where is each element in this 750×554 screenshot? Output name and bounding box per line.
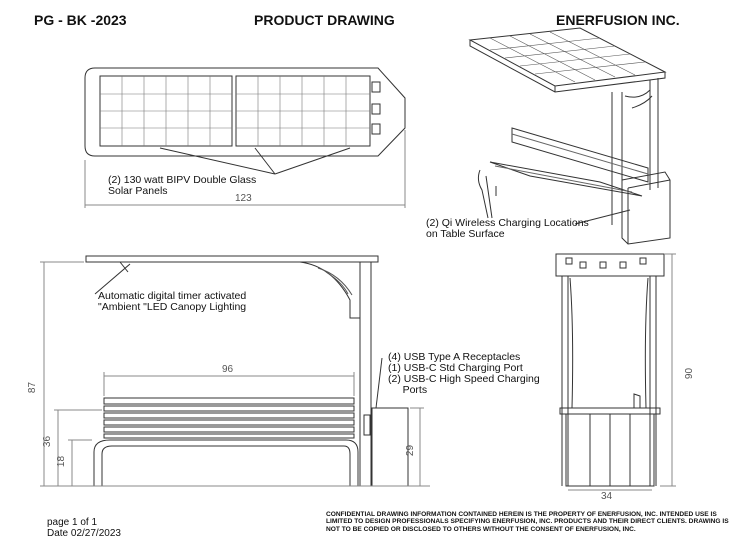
isometric-view [468, 27, 671, 245]
page-title: PRODUCT DRAWING [254, 12, 395, 28]
dim-end-width: 34 [601, 491, 613, 502]
dim-top-length: 123 [235, 193, 252, 204]
dim-table-height: 29 [405, 444, 417, 457]
document-code: PG - BK -2023 [34, 12, 127, 28]
confidential-notice: CONFIDENTIAL DRAWING INFORMATION CONTAIN… [326, 511, 729, 533]
dim-bench-length: 96 [222, 364, 234, 375]
dim-seat-height-18: 18 [56, 455, 68, 468]
side-elevation-view [40, 255, 424, 487]
led-lighting-callout: Automatic digital timer activated "Ambie… [98, 290, 247, 313]
qi-charging-callout: (2) Qi Wireless Charging Locations on Ta… [426, 217, 589, 240]
drawing-date: Date 02/27/2023 [47, 528, 121, 539]
page-info: page 1 of 1 Date 02/27/2023 [47, 517, 121, 539]
dim-overall-height: 87 [27, 381, 39, 394]
dim-seat-height-36: 36 [42, 435, 54, 448]
company-name: ENERFUSION INC. [556, 12, 680, 28]
solar-panel-callout: (2) 130 watt BIPV Double Glass Solar Pan… [108, 174, 257, 197]
dim-end-height: 90 [684, 367, 696, 380]
end-elevation-view [555, 253, 676, 491]
page-number: page 1 of 1 [47, 517, 98, 528]
plan-view [84, 67, 406, 208]
receptacles-callout: (4) USB Type A Receptacles (1) USB-C Std… [388, 351, 540, 396]
